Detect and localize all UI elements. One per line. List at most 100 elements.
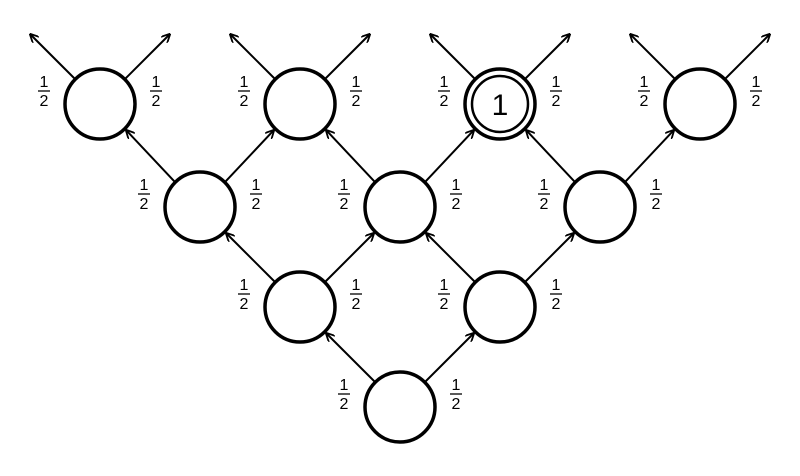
state-node-circle [463, 270, 537, 344]
state-node [363, 170, 437, 244]
transition-arrow [324, 233, 374, 283]
edge-probability-label: 12 [350, 74, 362, 110]
transition-arrow [426, 233, 476, 283]
outgoing-arrow [524, 34, 570, 80]
state-node-circle [563, 170, 637, 244]
fraction-denominator: 2 [752, 93, 761, 110]
edge-probability-label: 12 [638, 74, 650, 110]
fraction-denominator: 2 [352, 296, 361, 313]
fraction-denominator: 2 [340, 196, 349, 213]
fraction-numerator: 1 [552, 277, 561, 294]
state-node-circle [363, 370, 437, 444]
outgoing-arrow [30, 34, 76, 80]
state-node-circle [263, 67, 337, 141]
edge-probability-label: 12 [338, 177, 350, 213]
fraction-numerator: 1 [252, 177, 261, 194]
fraction-numerator: 1 [452, 377, 461, 394]
transition-arrow [624, 130, 674, 183]
transition-arrow [526, 130, 576, 183]
edge-probability-label: 12 [350, 277, 362, 313]
state-node-circle [163, 170, 237, 244]
fraction-denominator: 2 [40, 93, 49, 110]
fraction-denominator: 2 [152, 93, 161, 110]
fraction-numerator: 1 [240, 277, 249, 294]
fraction-numerator: 1 [540, 177, 549, 194]
edge-probability-label: 12 [550, 277, 562, 313]
state-node-circle [63, 67, 137, 141]
edge-probability-label: 12 [138, 177, 150, 213]
fraction-numerator: 1 [340, 177, 349, 194]
edge-probability-label: 12 [450, 177, 462, 213]
transition-arrow [326, 130, 376, 183]
state-node [563, 170, 637, 244]
fraction-numerator: 1 [752, 74, 761, 91]
fraction-numerator: 1 [352, 74, 361, 91]
fraction-denominator: 2 [140, 196, 149, 213]
fraction-numerator: 1 [352, 277, 361, 294]
outgoing-arrow [124, 34, 170, 80]
fraction-denominator: 2 [440, 93, 449, 110]
fraction-denominator: 2 [552, 296, 561, 313]
transition-arrow [424, 333, 474, 383]
fraction-denominator: 2 [452, 396, 461, 413]
transition-arrow [224, 130, 274, 183]
edge-probability-label: 12 [650, 177, 662, 213]
outgoing-arrow [324, 34, 370, 80]
fraction-numerator: 1 [40, 74, 49, 91]
fraction-denominator: 2 [440, 296, 449, 313]
fraction-numerator: 1 [340, 377, 349, 394]
fraction-numerator: 1 [552, 74, 561, 91]
state-node-circle [663, 67, 737, 141]
fraction-numerator: 1 [452, 177, 461, 194]
state-node-label: 1 [492, 89, 509, 122]
outgoing-arrow [630, 34, 676, 80]
state-node [663, 67, 737, 141]
fraction-denominator: 2 [252, 196, 261, 213]
fraction-numerator: 1 [640, 74, 649, 91]
transition-arrow [424, 130, 474, 183]
transition-arrow [524, 233, 574, 283]
edge-probability-label: 12 [338, 377, 350, 413]
edge-probability-label: 12 [150, 74, 162, 110]
edge-probability-label: 12 [538, 177, 550, 213]
edge-probability-label: 12 [238, 74, 250, 110]
edge-probability-label: 12 [450, 377, 462, 413]
edge-probability-label: 12 [38, 74, 50, 110]
edges-layer [30, 34, 770, 383]
edge-probability-label: 12 [438, 277, 450, 313]
outgoing-arrow [430, 34, 476, 80]
state-node [163, 170, 237, 244]
state-node [263, 270, 337, 344]
outgoing-arrow [230, 34, 276, 80]
fraction-denominator: 2 [552, 93, 561, 110]
state-node [63, 67, 137, 141]
transition-arrow [126, 130, 176, 183]
edge-probability-label: 12 [750, 74, 762, 110]
state-node-inner-ring [470, 74, 530, 134]
transition-arrow [326, 333, 376, 383]
fraction-numerator: 1 [140, 177, 149, 194]
edge-probability-label: 12 [250, 177, 262, 213]
fraction-denominator: 2 [340, 396, 349, 413]
fraction-numerator: 1 [240, 74, 249, 91]
state-node [263, 67, 337, 141]
nodes-layer: 1 [63, 67, 737, 444]
edge-probability-label: 12 [238, 277, 250, 313]
state-node-circle [463, 67, 537, 141]
edge-probability-label: 12 [438, 74, 450, 110]
edge-probability-label: 12 [550, 74, 562, 110]
fraction-denominator: 2 [640, 93, 649, 110]
state-node [463, 270, 537, 344]
state-node-circle [363, 170, 437, 244]
fraction-denominator: 2 [352, 93, 361, 110]
state-node [363, 370, 437, 444]
fraction-denominator: 2 [652, 196, 661, 213]
fraction-denominator: 2 [240, 296, 249, 313]
fraction-numerator: 1 [440, 277, 449, 294]
fraction-denominator: 2 [540, 196, 549, 213]
state-node: 1 [463, 67, 537, 141]
fraction-numerator: 1 [652, 177, 661, 194]
state-node-circle [263, 270, 337, 344]
